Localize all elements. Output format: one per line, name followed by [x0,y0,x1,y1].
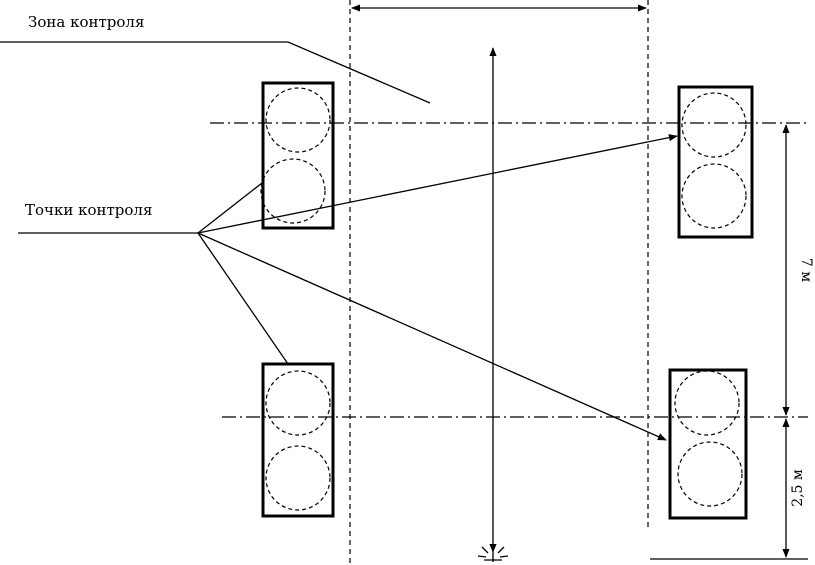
control-points-label: Точки контроля [25,201,152,219]
leader-arrow-to-right-top-lamp [197,134,678,234]
headlamp-left-top [260,81,335,230]
dimension-2-5m-label: 2,5 м [790,469,806,507]
control-zone-leader [0,41,431,104]
headlamp-right-top [677,85,754,239]
leader-to-left-bottom-lamp [197,232,289,365]
leader-to-left-top-lamp [197,182,263,234]
leader-arrow-to-right-bottom-lamp [197,232,667,441]
headlamp-left-bottom [261,362,335,518]
dimension-7m-label: 7 м [798,258,814,282]
light-source-icon [477,546,509,562]
control-zone-label: Зона контроля [28,13,144,31]
headlamp-right-bottom [668,368,748,520]
